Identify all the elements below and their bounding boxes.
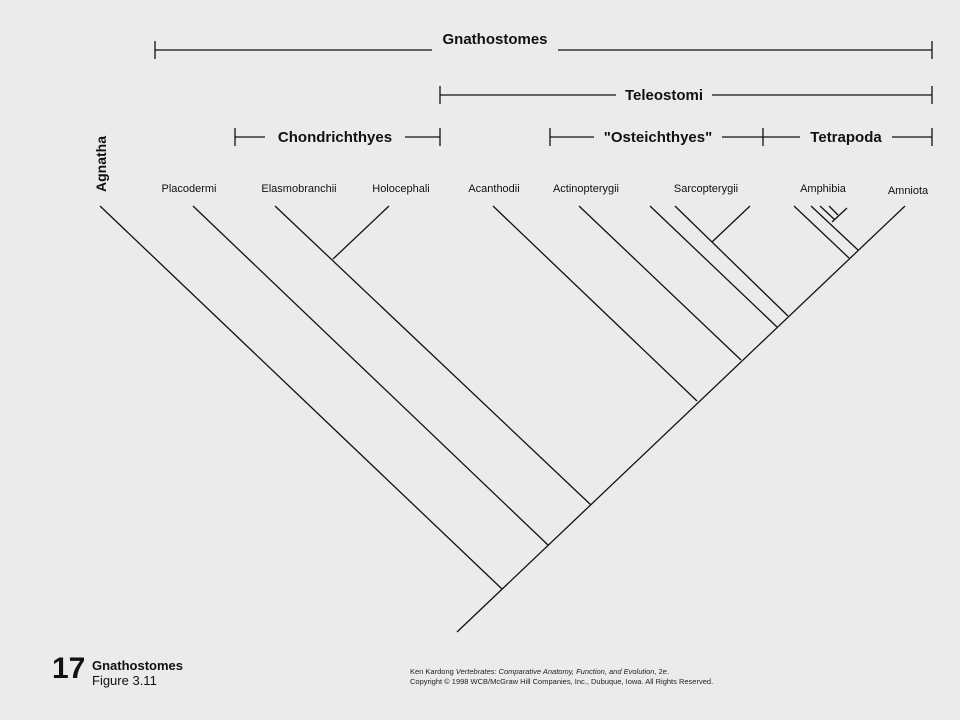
osteichthyes-label: "Osteichthyes" (604, 129, 712, 146)
cladogram-tree (99, 205, 906, 633)
taxon-acanthodii: Acanthodii (468, 183, 519, 195)
branch-placodermi (192, 205, 549, 546)
branch-agnatha (99, 205, 503, 590)
taxon-actinopterygii: Actinopterygii (553, 183, 619, 195)
branch-main-trunk (456, 205, 906, 633)
branch-acanthodii (492, 205, 698, 402)
osteichthyes-bracket: "Osteichthyes" (549, 127, 764, 147)
figure-number: 17 (52, 652, 86, 685)
branch-amphibia-d (828, 205, 839, 216)
credit-author: Ken Kardong (410, 667, 454, 676)
gnathostomes-bracket: Gnathostomes (154, 31, 933, 60)
branch-sarcopterygii-b (674, 205, 789, 317)
taxon-amphibia: Amphibia (800, 183, 847, 195)
branch-amphibia-e (831, 207, 848, 223)
figure-subtitle: Figure 3.11 (92, 673, 157, 688)
tetrapoda-bracket: Tetrapoda (763, 127, 933, 147)
gnathostomes-label: Gnathostomes (442, 31, 547, 48)
branch-actinopterygii (578, 205, 742, 361)
branch-amphibia-a (793, 205, 850, 259)
credit-line-1: Ken Kardong Vertebrates: Comparative Ana… (410, 667, 713, 677)
figure-title: Gnathostomes (92, 658, 184, 673)
branch-amphibia-b (810, 205, 859, 251)
taxon-holocephali: Holocephali (372, 183, 429, 195)
chondrichthyes-label: Chondrichthyes (278, 129, 392, 146)
tetrapoda-label: Tetrapoda (810, 129, 882, 146)
branch-amphibia-c (819, 205, 836, 221)
agnatha-label: Agnatha (93, 136, 109, 192)
taxon-placodermi: Placodermi (161, 183, 216, 195)
branch-elasmobranchii (274, 205, 592, 506)
chondrichthyes-bracket: Chondrichthyes (234, 127, 441, 147)
taxon-sarcopterygii: Sarcopterygii (674, 183, 738, 195)
credit-book-title: Vertebrates: Comparative Anatomy, Functi… (455, 667, 655, 676)
teleostomi-bracket: Teleostomi (439, 86, 933, 104)
credit-block: Ken Kardong Vertebrates: Comparative Ana… (410, 667, 713, 687)
branch-sarcopterygii-c (711, 205, 751, 243)
taxon-amniota: Amniota (888, 185, 929, 197)
branch-sarcopterygii-a (649, 205, 778, 328)
taxon-elasmobranchii: Elasmobranchii (261, 183, 336, 195)
teleostomi-label: Teleostomi (625, 87, 703, 104)
credit-edition: , 2e. (654, 667, 670, 676)
branch-holocephali (332, 205, 390, 260)
credit-copyright: Copyright © 1998 WCB/McGraw Hill Compani… (410, 677, 714, 686)
